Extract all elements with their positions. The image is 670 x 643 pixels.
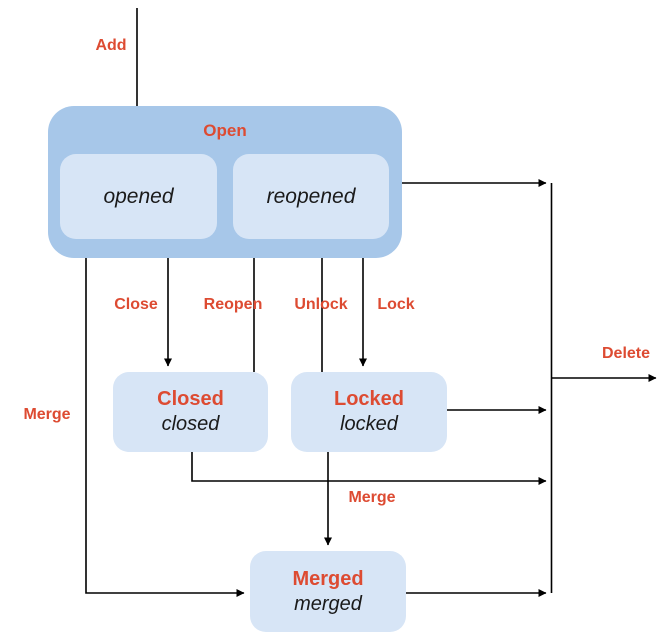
edge-label-lock: Lock <box>377 296 415 313</box>
state-locked: Locked locked <box>291 372 447 452</box>
state-merged-title: Merged <box>292 567 364 590</box>
state-closed-subtitle: closed <box>161 413 220 435</box>
edge-label-close: Close <box>114 296 158 313</box>
state-locked-subtitle: locked <box>340 413 398 435</box>
state-open-group-label: Open <box>203 121 247 140</box>
state-open-group: Open opened reopened <box>48 106 402 258</box>
edge-label-merge-left: Merge <box>23 406 71 423</box>
state-merged-subtitle: merged <box>294 592 362 615</box>
state-closed-title: Closed <box>157 388 224 410</box>
edge-label-add: Add <box>95 37 127 54</box>
edge-merge-left <box>85 258 245 597</box>
edge-label-merge-bottom: Merge <box>348 489 396 506</box>
state-reopened-label: reopened <box>266 184 356 208</box>
state-opened-label: opened <box>103 184 174 208</box>
edge-closed-to-trunk <box>191 452 547 485</box>
state-closed: Closed closed <box>113 372 268 452</box>
state-locked-title: Locked <box>333 388 405 410</box>
edge-label-unlock: Unlock <box>294 296 348 313</box>
state-reopened: reopened <box>233 154 389 239</box>
edge-label-delete: Delete <box>601 345 651 362</box>
edge-label-reopen: Reopen <box>203 296 263 313</box>
state-opened: opened <box>60 154 217 239</box>
state-merged: Merged merged <box>250 551 406 632</box>
